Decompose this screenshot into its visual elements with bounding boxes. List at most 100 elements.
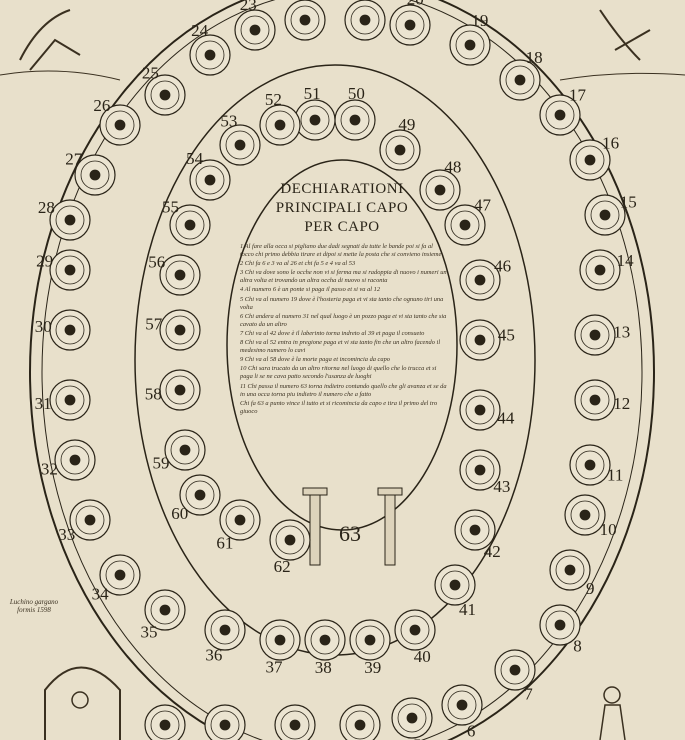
board-space[interactable]: 19 bbox=[449, 11, 491, 66]
board-space[interactable]: 23 bbox=[234, 0, 276, 51]
board-space[interactable]: 40 bbox=[394, 609, 436, 666]
board-space[interactable]: 3 bbox=[274, 704, 316, 740]
space-dot bbox=[219, 624, 231, 636]
space-dot bbox=[514, 74, 526, 86]
space-dot bbox=[474, 404, 486, 416]
board-space[interactable]: 38 bbox=[304, 619, 346, 677]
board-space[interactable]: 36 bbox=[204, 609, 246, 665]
board-space[interactable]: 54 bbox=[186, 149, 231, 201]
space-dot bbox=[394, 144, 406, 156]
space-dot bbox=[409, 624, 421, 636]
board-space[interactable]: 24 bbox=[189, 21, 231, 76]
board-space[interactable]: 25 bbox=[142, 63, 186, 116]
board-space[interactable]: 34 bbox=[92, 554, 141, 603]
space-number: 5 bbox=[413, 735, 422, 740]
board-space[interactable]: 2 bbox=[204, 704, 246, 740]
space-dot bbox=[159, 719, 171, 731]
space-number: 17 bbox=[569, 85, 587, 104]
space-number: 12 bbox=[613, 394, 630, 413]
board-space[interactable]: 9 bbox=[549, 549, 595, 598]
space-number: 46 bbox=[494, 256, 511, 275]
board-space[interactable]: 16 bbox=[569, 134, 619, 181]
board-space[interactable]: 50 bbox=[334, 84, 376, 141]
space-dot bbox=[589, 329, 601, 341]
board-space[interactable]: 43 bbox=[459, 449, 510, 496]
space-number: 54 bbox=[186, 149, 204, 168]
board-space[interactable]: 59 bbox=[152, 429, 206, 472]
board-space[interactable]: 37 bbox=[259, 619, 301, 676]
board-space[interactable]: 58 bbox=[145, 369, 201, 411]
board-space[interactable]: 8 bbox=[539, 604, 582, 656]
board-space[interactable]: 15 bbox=[584, 192, 637, 236]
board-space[interactable]: 47 bbox=[444, 195, 491, 246]
space-number: 53 bbox=[220, 111, 237, 130]
board-space[interactable]: 31 bbox=[35, 379, 91, 421]
board-space[interactable]: 4 bbox=[339, 704, 381, 740]
board-space[interactable]: 60 bbox=[171, 474, 221, 523]
board-space[interactable]: 11 bbox=[569, 444, 623, 486]
board-space[interactable]: 63 bbox=[339, 521, 361, 546]
board-space[interactable]: 29 bbox=[36, 249, 91, 291]
space-number: 37 bbox=[265, 657, 283, 676]
board-space[interactable]: 61 bbox=[216, 499, 261, 552]
board-space[interactable]: 55 bbox=[162, 197, 211, 246]
space-number: 36 bbox=[205, 646, 222, 665]
board-space[interactable]: 22 bbox=[284, 0, 326, 41]
space-dot bbox=[174, 269, 186, 281]
board-space[interactable]: 6 bbox=[441, 684, 483, 740]
board-space[interactable]: 20 bbox=[389, 0, 431, 46]
space-number: 10 bbox=[600, 520, 617, 539]
board-space[interactable]: 27 bbox=[65, 149, 116, 196]
space-number: 34 bbox=[92, 584, 110, 603]
board-space[interactable]: 53 bbox=[219, 111, 261, 166]
board-space[interactable]: 39 bbox=[349, 619, 391, 677]
space-dot bbox=[594, 264, 606, 276]
board-space[interactable]: 52 bbox=[259, 90, 301, 146]
board-space[interactable]: 42 bbox=[454, 509, 501, 561]
board-space[interactable]: 45 bbox=[459, 319, 515, 361]
space-dot bbox=[69, 454, 81, 466]
board-space[interactable]: 10 bbox=[564, 494, 617, 539]
board-space[interactable]: 62 bbox=[269, 519, 311, 576]
board-space[interactable]: 49 bbox=[379, 115, 421, 171]
board-space[interactable]: 13 bbox=[574, 314, 630, 356]
board-space[interactable]: 46 bbox=[459, 256, 511, 301]
board-space[interactable]: 35 bbox=[140, 589, 186, 642]
space-number: 25 bbox=[142, 63, 159, 82]
board-space[interactable]: 1 bbox=[144, 704, 186, 740]
board-space[interactable]: 12 bbox=[574, 379, 630, 421]
space-number: 26 bbox=[93, 96, 110, 115]
board-space[interactable]: 14 bbox=[579, 249, 634, 291]
board-space[interactable]: 21 bbox=[344, 0, 386, 41]
space-number: 32 bbox=[41, 460, 58, 479]
space-dot bbox=[464, 39, 476, 51]
rule-item: 3 Chi va dove sono le ocche non vi si fe… bbox=[240, 269, 447, 285]
board-space[interactable]: 7 bbox=[494, 649, 536, 703]
board-space[interactable]: 30 bbox=[35, 309, 91, 351]
board-space[interactable]: 51 bbox=[294, 84, 336, 141]
board-space[interactable]: 44 bbox=[459, 389, 515, 431]
rules-title-line-3: PER CAPO bbox=[304, 219, 380, 235]
space-number: 48 bbox=[444, 157, 461, 176]
rule-item: 7 Chi va al 42 dove è il laberinto torna… bbox=[240, 329, 425, 337]
space-number: 33 bbox=[58, 525, 75, 544]
space-dot bbox=[249, 24, 261, 36]
board-space[interactable]: 48 bbox=[419, 157, 461, 211]
board-space[interactable]: 5 bbox=[391, 697, 433, 740]
space-number: 55 bbox=[162, 197, 179, 216]
space-dot bbox=[159, 604, 171, 616]
board-space[interactable]: 41 bbox=[434, 564, 476, 619]
space-dot bbox=[456, 699, 468, 711]
space-dot bbox=[349, 114, 361, 126]
board-space[interactable]: 28 bbox=[38, 198, 91, 241]
board-space[interactable]: 32 bbox=[41, 439, 96, 481]
board-space[interactable]: 18 bbox=[499, 48, 543, 101]
board-space[interactable]: 56 bbox=[148, 252, 201, 296]
rules-title-line-2: PRINCIPALI CAPO bbox=[275, 200, 409, 216]
board-space[interactable]: 17 bbox=[539, 85, 587, 136]
space-number: 44 bbox=[497, 409, 515, 428]
board-space[interactable]: 33 bbox=[58, 499, 111, 544]
board-space[interactable]: 57 bbox=[145, 309, 201, 351]
board-space[interactable]: 26 bbox=[93, 96, 141, 146]
